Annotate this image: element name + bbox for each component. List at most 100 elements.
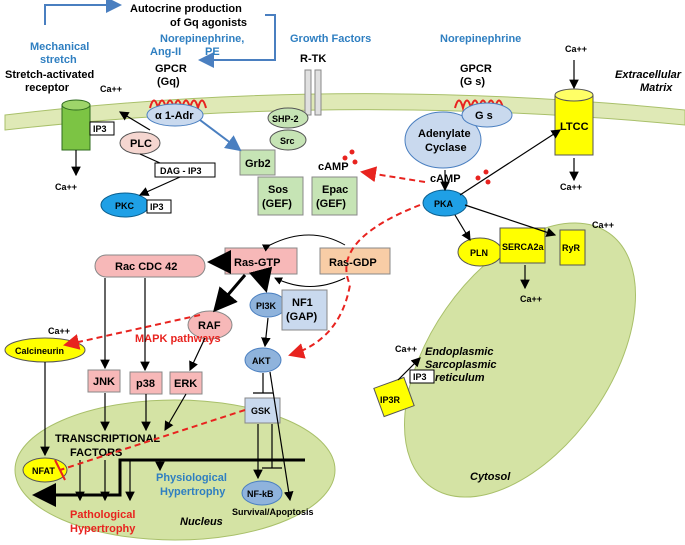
camp-dots	[342, 149, 491, 185]
ca-label-2: Ca++	[55, 182, 77, 192]
sos-label-2: (GEF)	[262, 198, 292, 210]
pkc-label: PKC	[115, 201, 135, 211]
rtk-label: R-TK	[300, 53, 326, 65]
grb2-label: Grb2	[245, 158, 271, 170]
nf1-label-2: (GAP)	[286, 311, 318, 323]
jnk-node	[87, 369, 121, 393]
ip3r-channel	[373, 376, 415, 418]
transcriptional-label: TRANSCRIPTIONAL	[55, 433, 160, 445]
adenylate-label-2: Cyclase	[425, 142, 467, 154]
ip3-label-a: IP3	[93, 124, 107, 134]
gpcr-gs-label-2: (G s)	[460, 76, 485, 88]
norepi-ang-label-2: Ang-II	[150, 46, 181, 58]
survival-label: Survival/Apoptosis	[232, 507, 314, 517]
ras-cycle-arrow	[261, 234, 346, 252]
akt-node	[244, 347, 282, 373]
mechanical-stretch-label-2: stretch	[40, 54, 77, 66]
raf-node	[187, 310, 233, 340]
nfkb-node	[241, 480, 283, 506]
sos-node	[257, 176, 304, 216]
er-label-3: reticulum	[435, 372, 485, 384]
cytosol-label: Cytosol	[470, 471, 511, 483]
epac-node	[311, 176, 358, 216]
stretch-receptor-label: Stretch-activated	[5, 69, 94, 81]
jnk-label: JNK	[93, 376, 115, 388]
serca2a-label: SERCA2a	[502, 242, 545, 252]
extracellular-label-2: Matrix	[640, 82, 673, 94]
stretch-receptor-label-2: receptor	[25, 82, 70, 94]
pathological-label: Pathological	[70, 509, 135, 521]
erk-label: ERK	[174, 378, 197, 390]
src-label: Src	[280, 136, 295, 146]
pi3k-label: PI3K	[256, 301, 277, 311]
endoplasmic-reticulum	[404, 222, 636, 498]
red-dashed-arrows	[59, 166, 426, 471]
adenylate-cyclase-node	[404, 111, 482, 169]
mapk-label: MAPK pathways	[135, 333, 221, 345]
alpha1-to-grb2-arrow	[199, 119, 242, 152]
ca-label-1: Ca++	[100, 84, 122, 94]
epac-label: Epac	[322, 184, 348, 196]
calcineurin-label: Calcineurin	[15, 346, 64, 356]
adenylate-label: Adenylate	[418, 128, 471, 140]
ca-label-3: Ca++	[565, 44, 587, 54]
mechanical-stretch-label: Mechanical	[30, 41, 89, 53]
autocrine-arrow	[44, 0, 122, 25]
ras-gdp-node	[319, 247, 391, 275]
sos-label: Sos	[268, 184, 288, 196]
norepinephrine-label: Norepinephrine	[440, 33, 521, 45]
epac-label-2: (GEF)	[316, 198, 346, 210]
pka-label: PKA	[434, 199, 454, 209]
extracellular-label: Extracellular	[615, 69, 682, 81]
er-label: Endoplasmic	[425, 346, 493, 358]
ltcc-label: LTCC	[560, 121, 589, 133]
ca-label-8: Ca++	[395, 344, 417, 354]
shp2-node	[267, 107, 309, 129]
nucleus	[14, 399, 336, 541]
ip3-label-b: IP3	[150, 202, 164, 212]
ras-gtp-label: Ras-GTP	[234, 257, 280, 269]
pathological-label-2: Hypertrophy	[70, 523, 136, 535]
physiological-label-2: Hypertrophy	[160, 486, 226, 498]
pe-label: PE	[205, 46, 220, 58]
ca-label-6: Ca++	[520, 294, 542, 304]
ras-gdp-label: Ras-GDP	[329, 257, 377, 269]
akt-label: AKT	[252, 356, 271, 366]
autocrine-label: Autocrine production	[130, 3, 242, 15]
src-node	[269, 129, 307, 151]
ca-label-4: Ca++	[560, 182, 582, 192]
alpha1-adr-node	[146, 103, 204, 127]
rtk-receptor	[304, 69, 312, 116]
pln-label: PLN	[470, 248, 488, 258]
p38-label: p38	[136, 378, 155, 390]
nfkb-label: NF-kB	[247, 489, 274, 499]
gsk-label: GSK	[251, 406, 271, 416]
ip3-label-c: IP3	[413, 372, 427, 382]
ip3r-label: IP3R	[380, 395, 401, 405]
pathway-arrows	[40, 60, 579, 502]
physiological-label: Physiological	[156, 472, 227, 484]
nucleus-label: Nucleus	[180, 516, 223, 528]
gs-label: G s	[475, 110, 493, 122]
gpcr-gq-label-2: (Gq)	[157, 76, 180, 88]
ca-label-5: Ca++	[592, 220, 614, 230]
shp2-label: SHP-2	[272, 114, 299, 124]
gs-node	[461, 102, 513, 128]
ras-cycle-arrow-2	[274, 277, 346, 287]
growth-factors-label: Growth Factors	[290, 33, 371, 45]
ltcc-channel	[554, 94, 594, 156]
grb2-node	[239, 149, 276, 176]
gpcr-gs-label: GPCR	[460, 63, 492, 75]
gpcr-gq-label: GPCR	[155, 63, 187, 75]
stretch-receptor	[61, 104, 91, 151]
norepi-ang-label: Norepinephrine,	[160, 33, 244, 45]
serca2a-node	[499, 227, 546, 264]
camp-top-label: cAMP	[318, 161, 349, 173]
plc-label: PLC	[130, 138, 152, 150]
nf1-node	[281, 289, 328, 331]
alpha1-adr-label: α 1-Adr	[155, 110, 194, 122]
autocrine-label-2: of Gq agonists	[170, 17, 247, 29]
rac-label: Rac CDC 42	[115, 261, 177, 273]
